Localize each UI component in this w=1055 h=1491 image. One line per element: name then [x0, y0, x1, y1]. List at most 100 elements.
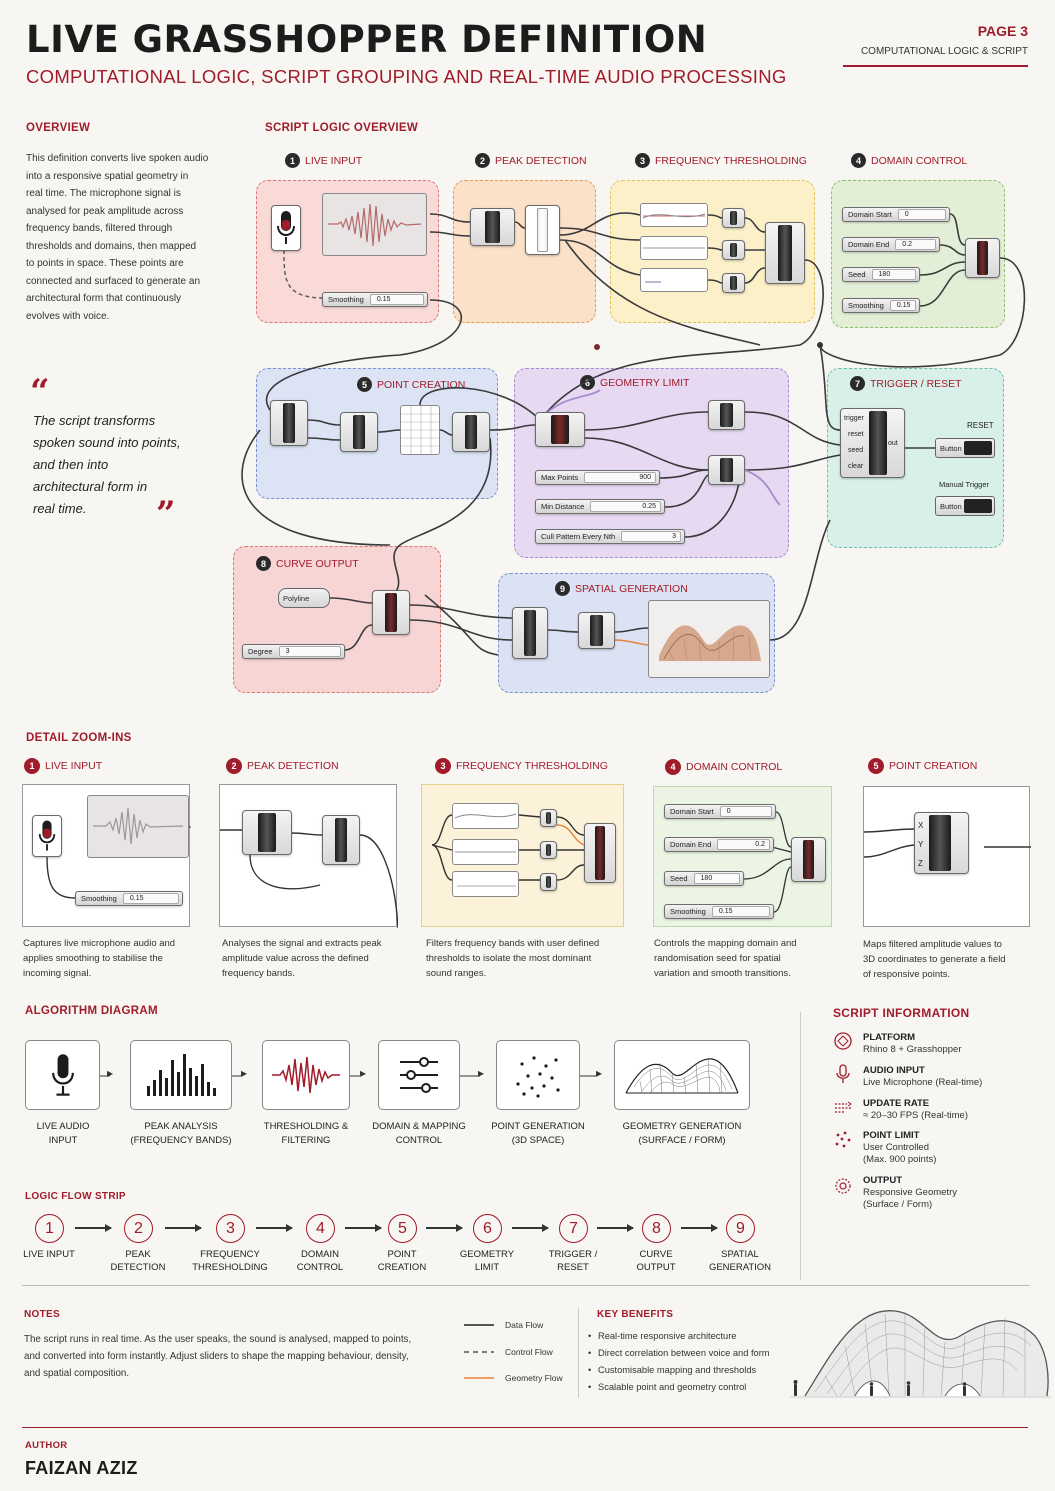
zoom-wires — [431, 814, 585, 881]
wire-junction — [817, 342, 823, 348]
zoom-peak-detection — [219, 784, 398, 928]
script-logic-heading: SCRIPT LOGIC OVERVIEW — [265, 122, 419, 134]
wire — [744, 411, 841, 446]
wire — [514, 221, 526, 229]
construct-point-component[interactable]: X Y Z — [914, 812, 969, 874]
caption-frequency-thresholding: Filters frequency bands with user define… — [426, 938, 600, 979]
threshold-graph-2 — [452, 839, 519, 865]
algo-step-point-generation — [496, 1040, 580, 1110]
legend-control-flow: Control Flow — [505, 1347, 553, 1357]
wire — [559, 212, 641, 236]
threshold-filter-1[interactable] — [722, 208, 745, 228]
domain-remap-component[interactable] — [965, 238, 1000, 278]
notes-divider — [578, 1308, 579, 1398]
microphone-component[interactable] — [271, 205, 301, 251]
waveform-panel — [87, 795, 189, 858]
curve-component[interactable] — [372, 590, 410, 635]
trigger-output-label: out — [888, 440, 898, 447]
surface-mesh-component[interactable] — [578, 612, 615, 649]
peak-analysis-component[interactable] — [470, 208, 515, 246]
peak-panel-component[interactable] — [322, 815, 360, 865]
y-input-label: Y — [918, 840, 924, 849]
threshold-filter-3[interactable] — [540, 873, 557, 891]
flow-step-6: 6 — [473, 1214, 502, 1243]
wire — [283, 249, 326, 299]
cull-component-2[interactable] — [708, 455, 745, 485]
reset-button[interactable]: Button — [935, 438, 995, 458]
threshold-filter-2[interactable] — [722, 240, 745, 260]
flow-arrow — [426, 1224, 463, 1231]
microphone-component[interactable] — [32, 815, 62, 857]
geometry-limit-component[interactable] — [535, 412, 585, 447]
threshold-filter-2[interactable] — [540, 841, 557, 859]
geometry-wires — [614, 639, 651, 646]
wire — [429, 231, 471, 237]
seed-input-label: seed — [848, 447, 864, 454]
manual-trigger-button[interactable]: Button — [935, 496, 995, 516]
wire — [307, 419, 341, 426]
cull-component-1[interactable] — [708, 400, 745, 430]
flow-step-9: 9 — [726, 1214, 755, 1243]
graph-icon — [645, 281, 661, 283]
wire — [707, 247, 723, 251]
legend-data-flow: Data Flow — [505, 1320, 544, 1330]
benefit-item: Direct correlation between voice and for… — [588, 1348, 770, 1358]
benefit-item: Scalable point and geometry control — [588, 1382, 746, 1392]
threshold-graph-1 — [452, 803, 519, 829]
flow-step-7: 7 — [559, 1214, 588, 1243]
wire — [424, 594, 499, 656]
threshold-filter-1[interactable] — [540, 809, 557, 827]
waveform-icon — [93, 807, 184, 845]
domain-remap-component[interactable] — [791, 837, 826, 882]
threshold-merge-component[interactable] — [584, 823, 616, 883]
algorithm-heading: ALGORITHM DIAGRAM — [25, 1005, 158, 1017]
geometry-icon — [835, 1178, 851, 1194]
waveform-icon — [272, 1056, 340, 1094]
peak-panel-component[interactable] — [525, 205, 560, 255]
peak-analysis-component[interactable] — [242, 810, 292, 855]
reset-input-label: reset — [848, 431, 864, 438]
frequency-bars-icon — [147, 1054, 216, 1096]
threshold-filter-3[interactable] — [722, 273, 745, 293]
construct-point-component[interactable] — [270, 400, 308, 446]
wire — [419, 387, 541, 421]
page-subtitle: COMPUTATIONAL LOGIC, SCRIPT GROUPING AND… — [26, 66, 787, 87]
overview-text: This definition converts live spoken aud… — [26, 153, 209, 322]
polyline-component[interactable]: Polyline — [278, 588, 330, 608]
threshold-merge-component[interactable] — [765, 222, 805, 284]
trigger-component[interactable]: trigger reset seed clear out — [840, 408, 905, 478]
point-output-component[interactable] — [452, 412, 490, 452]
algo-label-peak-analysis: PEAK ANALYSIS(FREQUENCY BANDS) — [130, 1121, 232, 1146]
clear-input-label: clear — [848, 463, 864, 470]
point-xyz-component[interactable] — [340, 412, 378, 452]
wire — [949, 213, 966, 246]
surface-form-icon — [625, 1058, 739, 1094]
zoom-wires — [864, 828, 1031, 858]
surface-loft-component[interactable] — [512, 607, 548, 659]
wire — [614, 639, 651, 646]
control-wires — [283, 249, 326, 299]
grid-icon — [401, 406, 439, 454]
info-title-update: UPDATE RATE — [863, 1098, 930, 1109]
flow-arrow — [165, 1224, 202, 1231]
